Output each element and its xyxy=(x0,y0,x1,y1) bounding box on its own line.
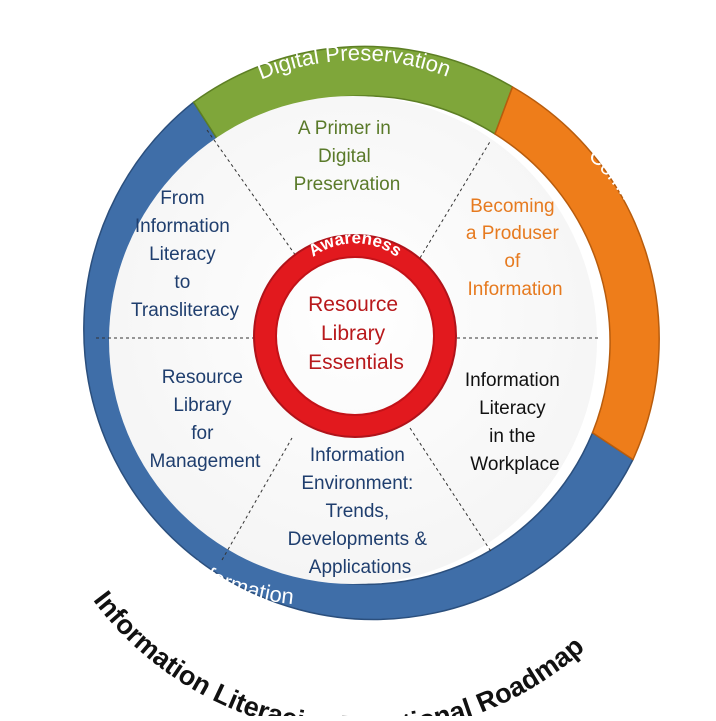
segment-line: Information xyxy=(135,216,230,237)
segment-line: Becoming xyxy=(470,196,555,217)
segment-line: Library xyxy=(173,395,232,416)
center-ring-inner-edge xyxy=(275,256,435,416)
segment-top-right: Becoming a Produser of Information xyxy=(466,196,564,300)
center-line: Library xyxy=(321,322,386,345)
segment-bottom-right: Information Literacy in the Workplace xyxy=(465,370,565,475)
segment-line: A Primer in xyxy=(298,118,391,139)
segment-line: of xyxy=(504,251,521,272)
center-title: Resource Library Essentials xyxy=(308,293,404,374)
segment-line: Literacy xyxy=(149,244,216,265)
segment-line: Preservation xyxy=(294,174,401,195)
segment-line: Transliteracy xyxy=(131,300,240,321)
segment-line: Management xyxy=(150,451,262,472)
segment-line: a Produser xyxy=(466,223,560,244)
segment-line: Information xyxy=(465,370,560,391)
segment-line: Developments & xyxy=(288,529,428,550)
center-line: Resource xyxy=(308,293,398,316)
segment-bottom-left: Resource Library for Management xyxy=(150,367,262,472)
segment-line: Information xyxy=(467,279,562,300)
segment-line: in the xyxy=(489,426,535,447)
segment-line: From xyxy=(160,188,204,209)
segment-line: Environment: xyxy=(301,473,413,494)
center-line: Essentials xyxy=(308,351,404,374)
inner-disc xyxy=(109,96,597,584)
segment-line: Information xyxy=(310,445,405,466)
segment-top-left: From Information Literacy to Translitera… xyxy=(131,188,240,321)
segment-line: Literacy xyxy=(479,398,546,419)
segment-line: for xyxy=(191,423,214,444)
segment-bottom: Information Environment: Trends, Develop… xyxy=(288,445,433,578)
segment-top: A Primer in Digital Preservation xyxy=(294,118,401,195)
segment-line: Digital xyxy=(318,146,371,167)
segment-line: Trends, xyxy=(326,501,390,522)
segment-line: Resource xyxy=(162,367,243,388)
segment-line: Workplace xyxy=(470,454,559,475)
center-ring xyxy=(254,235,456,437)
ring-segment-communicating-information xyxy=(494,85,660,461)
segment-dividers xyxy=(96,129,598,561)
segment-line: Applications xyxy=(309,557,411,578)
segment-line: to xyxy=(174,272,190,293)
center-ring-highlight xyxy=(253,234,457,438)
